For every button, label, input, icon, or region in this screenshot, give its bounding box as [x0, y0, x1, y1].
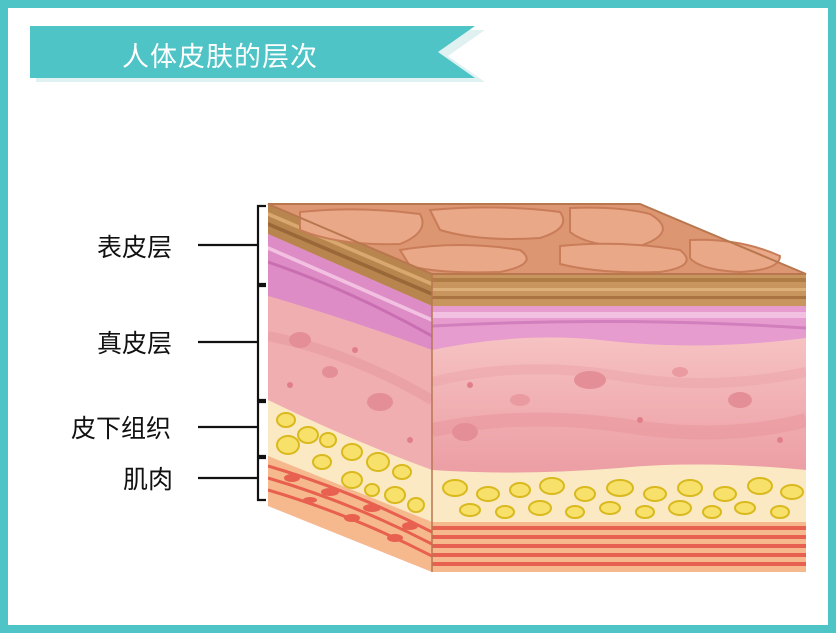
label-subcutaneous: 皮下组织	[71, 414, 172, 443]
side-face	[268, 204, 432, 572]
label-epidermis: 表皮层	[97, 233, 173, 262]
bracket-subcutaneous	[256, 400, 266, 458]
bracket-epidermis	[256, 204, 266, 286]
label-dermis: 真皮层	[97, 329, 173, 358]
banner-shape	[30, 26, 485, 82]
bracket-dermis	[256, 284, 266, 402]
fat-cells-side	[276, 412, 425, 513]
muscle-front	[432, 522, 806, 572]
label-muscle: 肌肉	[123, 465, 174, 494]
muscle-side	[268, 456, 432, 572]
top-face	[267, 203, 807, 275]
basal-band-side	[268, 234, 432, 350]
fat-cells-front	[442, 477, 804, 519]
dermis-front	[432, 337, 806, 473]
layer-brackets	[198, 204, 266, 502]
banner-title: 人体皮肤的层次	[122, 42, 318, 73]
bracket-muscle	[256, 456, 266, 502]
front-face	[432, 274, 806, 572]
title-banner: 人体皮肤的层次	[30, 26, 485, 82]
